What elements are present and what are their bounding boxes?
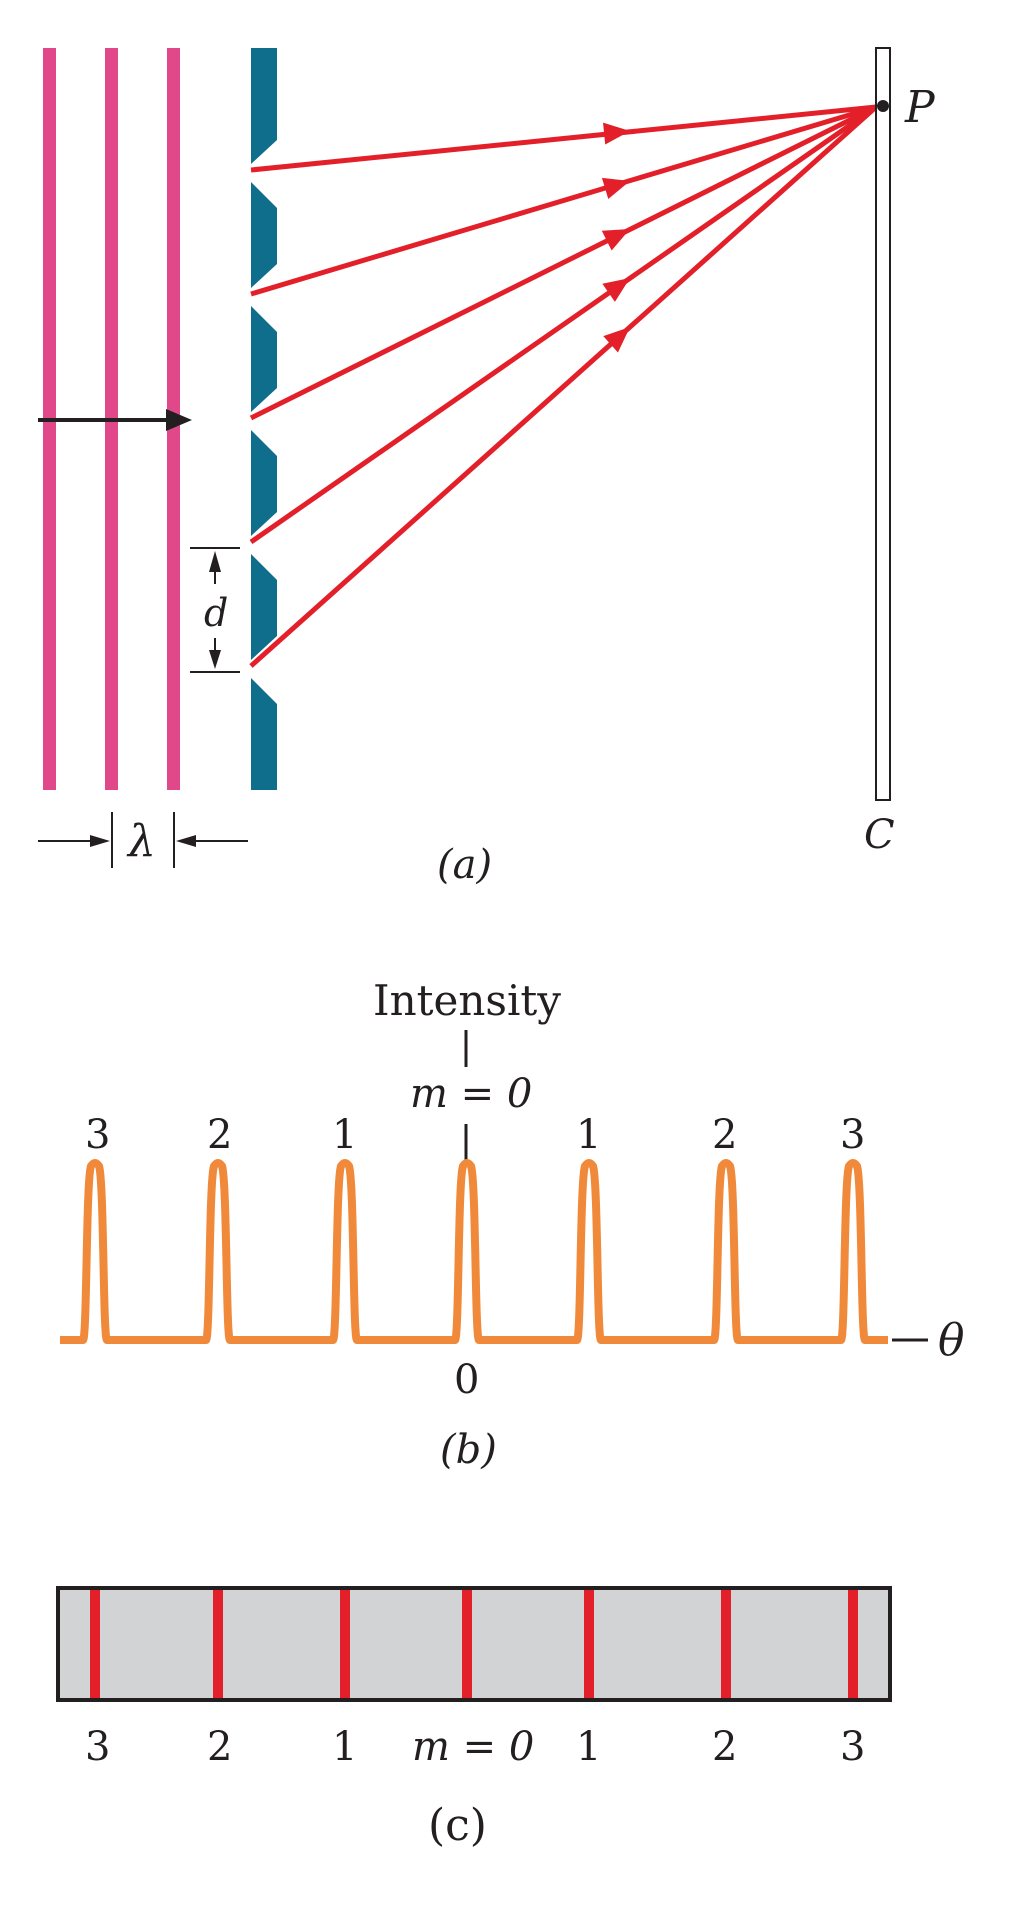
fringe-order-label: 3 xyxy=(85,1724,110,1770)
fringe-line xyxy=(584,1590,594,1698)
panel-a-label: (a) xyxy=(437,842,492,888)
fringe-line xyxy=(721,1590,731,1698)
ray-arrowheads xyxy=(601,122,630,353)
peak-order-label: 1 xyxy=(332,1112,357,1158)
grating-segment-4 xyxy=(251,430,277,536)
ray-arrowhead-3 xyxy=(601,229,630,251)
grating-segment-5 xyxy=(251,554,277,660)
ray-arrowhead-5 xyxy=(603,327,630,353)
fringe-line xyxy=(848,1590,858,1698)
panel-c: 3 2 1 m = 0 1 2 3 (c) xyxy=(56,1586,892,1851)
fringe-strip xyxy=(56,1586,892,1702)
panel-b: Intensity m = 0 3 2 1 1 2 3 θ 0 (b) xyxy=(60,976,965,1473)
fringe-order-label: 3 xyxy=(840,1724,865,1770)
fringe-line xyxy=(90,1590,100,1698)
peak-order-label: 2 xyxy=(712,1112,737,1158)
screen-label: C xyxy=(864,812,895,858)
wavelength-arrowhead-right xyxy=(90,835,110,847)
point-p-label: P xyxy=(904,82,936,133)
incident-arrow xyxy=(38,409,192,431)
fringes xyxy=(90,1590,858,1698)
point-p-marker xyxy=(877,100,889,112)
fringe-line xyxy=(462,1590,472,1698)
ray-3 xyxy=(249,104,878,421)
grating xyxy=(251,48,277,790)
grating-segment-6 xyxy=(251,678,277,790)
ray-5 xyxy=(249,105,878,668)
intensity-curve xyxy=(60,1159,888,1344)
peak-order-label: 1 xyxy=(576,1112,601,1158)
origin-label: 0 xyxy=(454,1357,479,1403)
fringe-line xyxy=(340,1590,350,1698)
ray-arrowhead-4 xyxy=(602,278,630,302)
screen xyxy=(875,47,891,801)
panel-a: P C d λ (a) xyxy=(38,47,936,888)
spacing-indicator xyxy=(190,547,240,673)
peak-order-label: 3 xyxy=(840,1112,865,1158)
ray-arrowhead-1 xyxy=(603,122,630,145)
grating-segment-1 xyxy=(251,48,277,164)
spacing-arrowhead-down xyxy=(209,650,221,669)
y-axis-label: Intensity xyxy=(373,976,561,1025)
x-axis-label: θ xyxy=(938,1315,965,1366)
fringe-order-label: 2 xyxy=(207,1724,232,1770)
fringe-order-label: m = 0 xyxy=(412,1724,534,1770)
rays xyxy=(249,104,878,668)
wavelength-indicator xyxy=(38,812,248,868)
spacing-arrowhead-up xyxy=(209,551,221,572)
ray-1 xyxy=(250,104,877,173)
fringe-order-label: 2 xyxy=(712,1724,737,1770)
grating-segment-2 xyxy=(251,182,277,288)
ray-2 xyxy=(250,104,877,297)
wavelength-arrowhead-left xyxy=(176,835,196,847)
fringe-order-label: 1 xyxy=(332,1724,357,1770)
panel-c-label: (c) xyxy=(428,1800,487,1851)
peak-order-label: 3 xyxy=(85,1112,110,1158)
panel-b-label: (b) xyxy=(440,1427,497,1473)
wavelength-label: λ xyxy=(126,816,156,867)
spacing-label: d xyxy=(204,591,228,635)
ray-arrowhead-2 xyxy=(601,177,630,200)
fringe-order-label: 1 xyxy=(576,1724,601,1770)
peak-order-label: 2 xyxy=(207,1112,232,1158)
fringe-line xyxy=(213,1590,223,1698)
ray-4 xyxy=(249,104,878,545)
central-order-label: m = 0 xyxy=(410,1071,532,1117)
grating-segment-3 xyxy=(251,306,277,412)
